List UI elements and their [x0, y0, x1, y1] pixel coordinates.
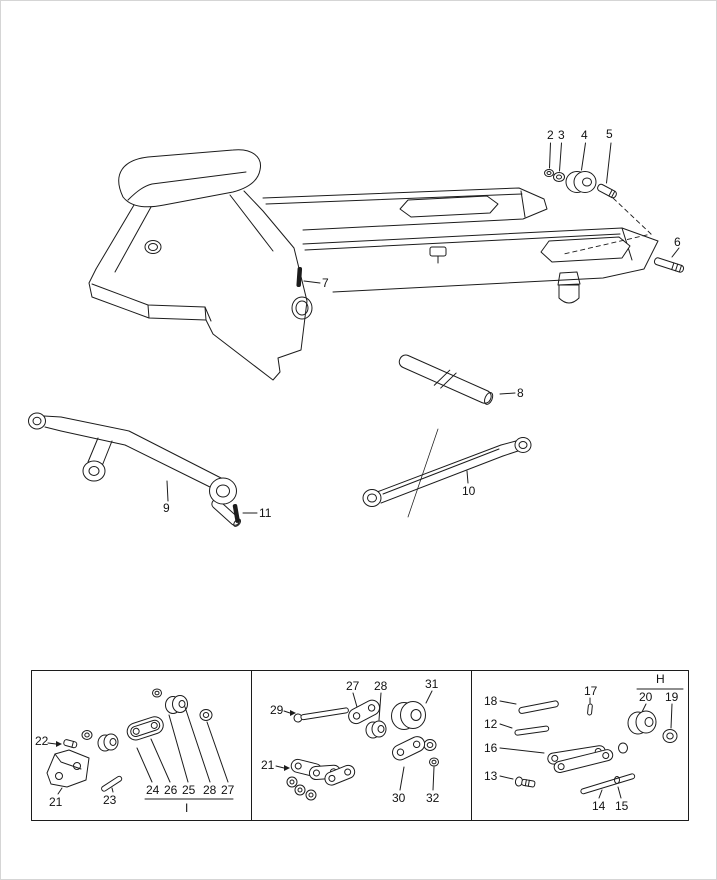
panel-right-art — [499, 688, 684, 799]
callout-part-5: 5 — [606, 127, 613, 141]
lever-arm-part-9 — [28, 412, 242, 527]
callout-part-24: 24 — [146, 783, 160, 797]
pallet-truck-body — [88, 149, 659, 381]
callout-part-12: 12 — [484, 717, 498, 731]
callout-part-15: 15 — [615, 799, 629, 813]
callout-part-6: 6 — [674, 235, 681, 249]
callout-part-28-mid: 28 — [374, 679, 388, 693]
panel-middle-art — [275, 690, 439, 801]
callout-part-32: 32 — [426, 791, 440, 805]
callout-part-28-left: 28 — [203, 783, 217, 797]
roller-assembly-parts-2-3-4-5 — [544, 142, 652, 255]
callout-group-h: H — [656, 672, 665, 686]
callout-part-26: 26 — [164, 783, 178, 797]
callout-part-3: 3 — [558, 128, 565, 142]
callout-part-23: 23 — [103, 793, 117, 807]
callout-part-18: 18 — [484, 694, 498, 708]
callout-part-8: 8 — [517, 386, 524, 400]
callout-part-31: 31 — [425, 677, 439, 691]
pump-rod-part-10 — [362, 428, 532, 518]
callout-part-25: 25 — [182, 783, 196, 797]
axle-part-8 — [398, 354, 516, 405]
callout-part-2: 2 — [547, 128, 554, 142]
callout-part-4: 4 — [581, 128, 588, 142]
callout-group-i: I — [185, 801, 189, 815]
callout-part-27-mid: 27 — [346, 679, 360, 693]
callout-part-19: 19 — [665, 690, 679, 704]
callout-part-13: 13 — [484, 769, 498, 783]
callout-part-22: 22 — [35, 734, 49, 748]
panel-left-art — [46, 688, 234, 800]
callout-part-11: 11 — [259, 506, 272, 520]
callout-part-9: 9 — [163, 501, 170, 515]
callout-part-29: 29 — [270, 703, 284, 717]
callout-part-27-left: 27 — [221, 783, 235, 797]
callout-part-10: 10 — [462, 484, 476, 498]
detail-panels-frame — [31, 670, 689, 821]
callout-part-21: 21 — [49, 795, 63, 809]
pin-part-7 — [296, 267, 321, 288]
pin-part-11 — [232, 504, 258, 523]
callout-part-20: 20 — [639, 690, 653, 704]
callout-part-7: 7 — [322, 276, 329, 290]
callout-part-14: 14 — [592, 799, 606, 813]
callout-part-17: 17 — [584, 684, 598, 698]
bolt-part-6 — [653, 247, 685, 273]
callout-part-30: 30 — [392, 791, 406, 805]
callout-part-21-mid: 21 — [261, 758, 275, 772]
callout-part-16: 16 — [484, 741, 498, 755]
